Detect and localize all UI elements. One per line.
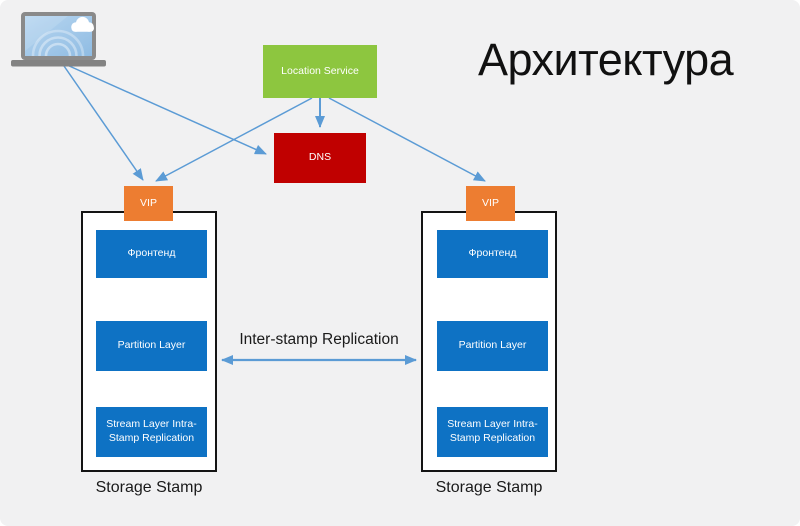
node-stream-layer-right: Stream Layer Intra-Stamp Replication xyxy=(437,407,548,457)
vip-left-label: VIP xyxy=(140,196,157,209)
storage-stamp-right-caption: Storage Stamp xyxy=(435,479,543,496)
edge-client-to-dns xyxy=(66,64,267,155)
node-frontend-left: Фронтенд xyxy=(96,230,207,278)
storage-stamp-left-caption: Storage Stamp xyxy=(95,479,203,496)
frontend-left-label: Фронтенд xyxy=(127,247,176,260)
node-partition-layer-left: Partition Layer xyxy=(96,321,207,371)
node-partition-layer-right: Partition Layer xyxy=(437,321,548,371)
inter-stamp-replication-label: Inter-stamp Replication xyxy=(239,331,399,348)
node-vip-right: VIP xyxy=(466,186,515,221)
node-location-service: Location Service xyxy=(263,45,377,98)
node-vip-left: VIP xyxy=(124,186,173,221)
cloud-icon xyxy=(71,16,94,32)
rainbow-arcs-icon xyxy=(25,16,85,56)
location-service-label: Location Service xyxy=(281,64,359,77)
stream-right-label: Stream Layer Intra-Stamp Replication xyxy=(447,418,538,444)
node-frontend-right: Фронтенд xyxy=(437,230,548,278)
node-dns: DNS xyxy=(274,133,366,183)
slide-title: Архитектура xyxy=(478,34,734,85)
partition-left-label: Partition Layer xyxy=(117,339,186,352)
client-laptop-icon xyxy=(8,6,118,72)
laptop-cloud-icon xyxy=(11,12,106,67)
stream-left-label: Stream Layer Intra-Stamp Replication xyxy=(106,418,197,444)
edge-location-service-to-vip-right xyxy=(328,97,486,182)
frontend-right-label: Фронтенд xyxy=(468,247,517,260)
node-stream-layer-left: Stream Layer Intra-Stamp Replication xyxy=(96,407,207,457)
edge-client-to-vip-left xyxy=(63,65,144,181)
dns-label: DNS xyxy=(308,151,332,164)
vip-right-label: VIP xyxy=(482,196,499,209)
edge-location-service-to-vip-left xyxy=(155,97,313,182)
partition-right-label: Partition Layer xyxy=(458,339,527,352)
